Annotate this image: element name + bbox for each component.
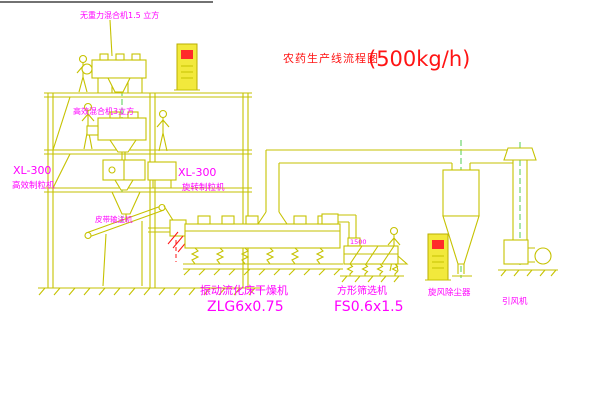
sieve-feed-duct bbox=[321, 213, 357, 240]
label-left-name: 高效制粒机 bbox=[12, 180, 55, 191]
worker-figure-mid-left bbox=[81, 102, 95, 150]
control-cabinet-upper bbox=[174, 43, 200, 91]
cyclone-separator bbox=[442, 169, 480, 277]
label-fan: 引风机 bbox=[502, 296, 528, 307]
granulator-left bbox=[102, 159, 146, 191]
gravity-mixer bbox=[81, 19, 147, 93]
label-belt-conveyor: 皮带输送机 bbox=[95, 214, 133, 224]
control-cabinet-lower bbox=[425, 233, 451, 281]
square-sieve bbox=[340, 237, 409, 283]
label-dryer-name: 振动流化床干燥机 bbox=[200, 283, 288, 297]
discharge-hopper bbox=[111, 191, 141, 222]
label-dryer-model: ZLG6x0.75 bbox=[207, 299, 284, 315]
label-right-name: 旋转制粒机 bbox=[182, 182, 225, 193]
building-structure bbox=[38, 92, 262, 296]
exhaust-duct bbox=[257, 149, 513, 225]
label-left-model: XL-300 bbox=[13, 164, 51, 177]
diagram-title: 农药生产线流程图 bbox=[283, 51, 379, 65]
label-sieve-dim: 1500 bbox=[350, 238, 367, 246]
labels: 农药生产线流程图 (500kg/h) 无重力混合机1.5 立方 高效混合机3立方… bbox=[12, 10, 528, 315]
granulator-right bbox=[147, 161, 177, 188]
worker-figure-mid-right bbox=[156, 109, 170, 152]
label-top-mixer: 无重力混合机1.5 立方 bbox=[80, 10, 159, 20]
induced-draft-fan bbox=[498, 239, 558, 277]
fluid-bed-dryer bbox=[183, 215, 343, 276]
label-right-model: XL-300 bbox=[178, 166, 216, 179]
efficient-mixer bbox=[86, 111, 147, 160]
worker-figure-sieve bbox=[387, 226, 401, 272]
diagram-capacity: (500kg/h) bbox=[368, 47, 470, 71]
exhaust-stack bbox=[503, 147, 537, 240]
label-cyclone: 旋风除尘器 bbox=[428, 287, 471, 298]
label-sieve-model: FS0.6x1.5 bbox=[334, 299, 404, 315]
label-mid-mixer: 高效混合机3立方 bbox=[73, 106, 134, 116]
label-sieve-name: 方形筛选机 bbox=[337, 284, 387, 297]
